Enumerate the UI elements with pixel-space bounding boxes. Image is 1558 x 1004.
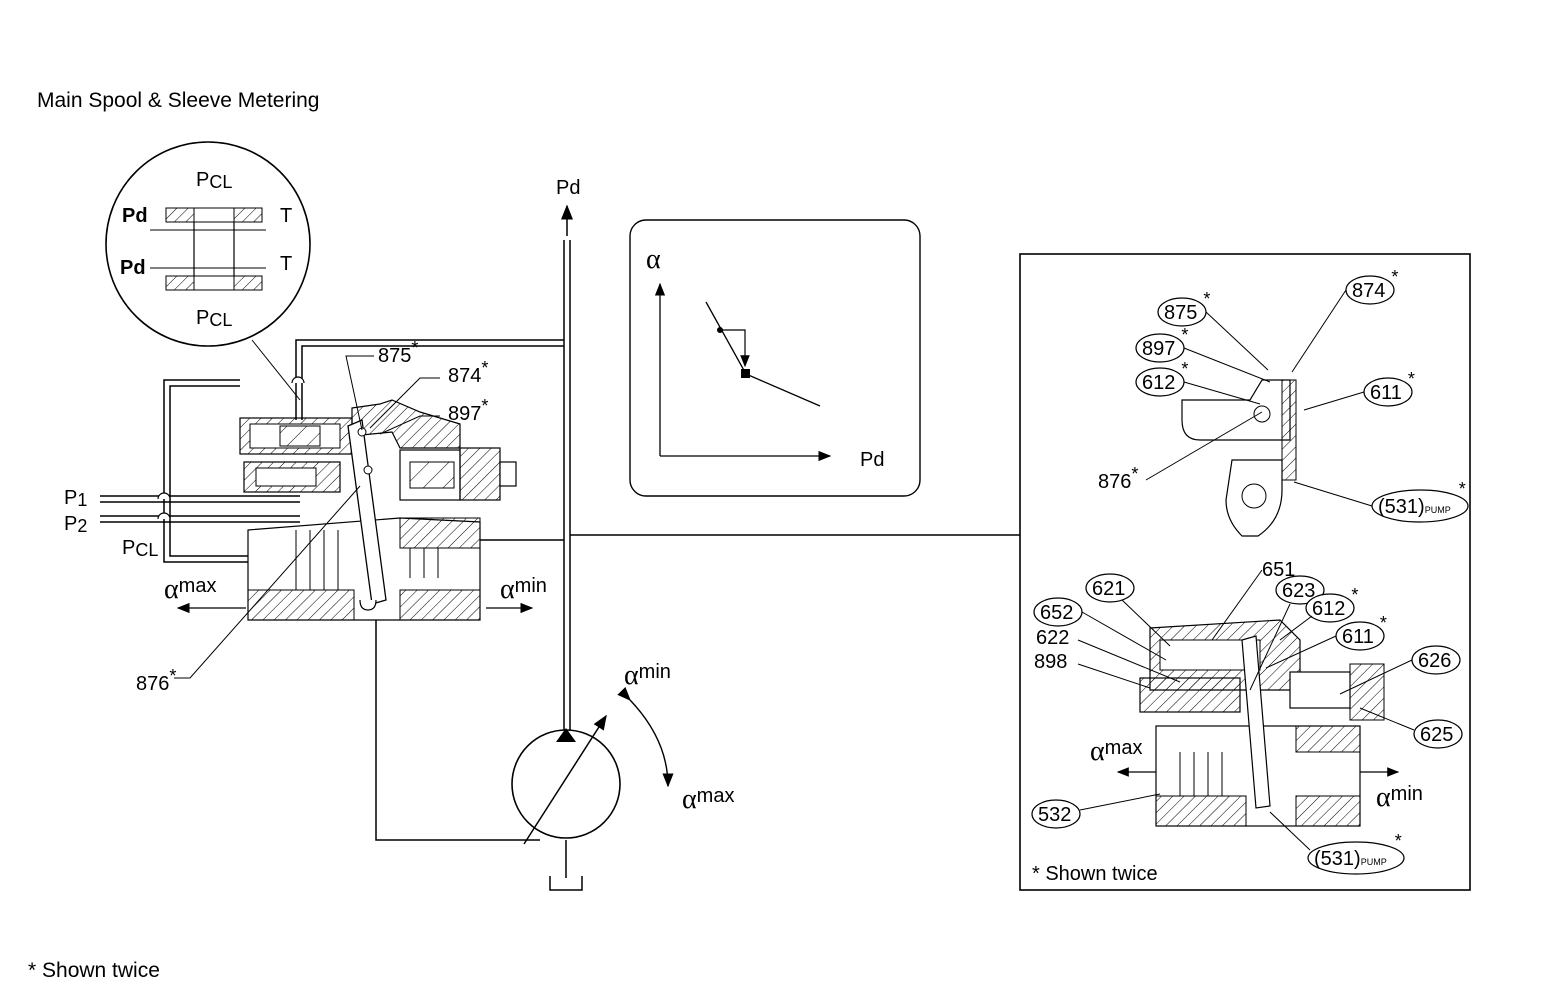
callout-876: 876* [136,666,176,695]
inset-callout-626: 626 [1418,650,1451,672]
inset-callout-612-top: 612* [1142,359,1188,394]
circle-label-pd-top: Pd [122,205,148,227]
alpha-pd-graph [629,219,921,497]
inset-alpha-max-label: αmax [1090,736,1142,767]
inset-callout-532: 532 [1038,804,1071,826]
circle-label-t-bottom: T [280,253,292,275]
circle-label-pcl-bottom: PCL [196,307,232,330]
inset-callout-898: 898 [1034,651,1067,673]
inset-callout-652: 652 [1040,602,1073,624]
inset-callout-651: 651 [1262,559,1295,581]
graph-x-label: Pd [860,449,884,471]
pump-symbol [511,687,674,845]
inset-alpha-min-label: αmin [1376,782,1423,813]
inset-callout-874: 874* [1352,267,1398,302]
inset-callout-875: 875* [1164,289,1210,324]
inset-callout-621: 621 [1092,578,1125,600]
page-title: Main Spool & Sleeve Metering [37,89,320,112]
inset-callout-622: 622 [1036,627,1069,649]
alpha-min-pump-label: αmin [624,660,671,691]
regulator-body [239,399,517,621]
alpha-min-right-label: αmin [500,574,547,605]
inset-callout-531-bottom: (531)PUMP* [1314,831,1402,870]
callout-874: 874* [448,358,488,387]
inset-callout-625: 625 [1420,724,1453,746]
inset-note: * Shown twice [1032,863,1158,885]
p1-label: P1 [64,487,87,510]
schematic-lines [100,240,1020,891]
pd-top-label: Pd [556,177,580,199]
footnote: * Shown twice [28,959,160,982]
inset-callout-611-bottom: 611* [1342,613,1387,648]
inset-callout-623: 623 [1282,580,1315,602]
inset-panel [1019,253,1471,891]
callout-875: 875* [378,338,418,367]
inset-callout-612-bottom: 612* [1312,585,1358,620]
p2-label: P2 [64,513,87,536]
pcl-label: PCL [122,537,158,560]
circle-label-pd-bottom: Pd [120,257,146,279]
callout-897: 897* [448,396,488,425]
circle-label-t-top: T [280,205,292,227]
inset-callout-531-top: (531)PUMP* [1378,479,1466,518]
inset-callout-897: 897* [1142,325,1188,360]
inset-callout-876: 876* [1098,464,1138,493]
graph-y-label: α [646,244,661,275]
detail-circle [105,141,311,401]
circle-label-pcl-top: PCL [196,169,232,192]
inset-callout-611-top: 611* [1370,369,1415,404]
alpha-max-left-label: αmax [164,574,216,605]
alpha-max-pump-label: αmax [682,784,734,815]
